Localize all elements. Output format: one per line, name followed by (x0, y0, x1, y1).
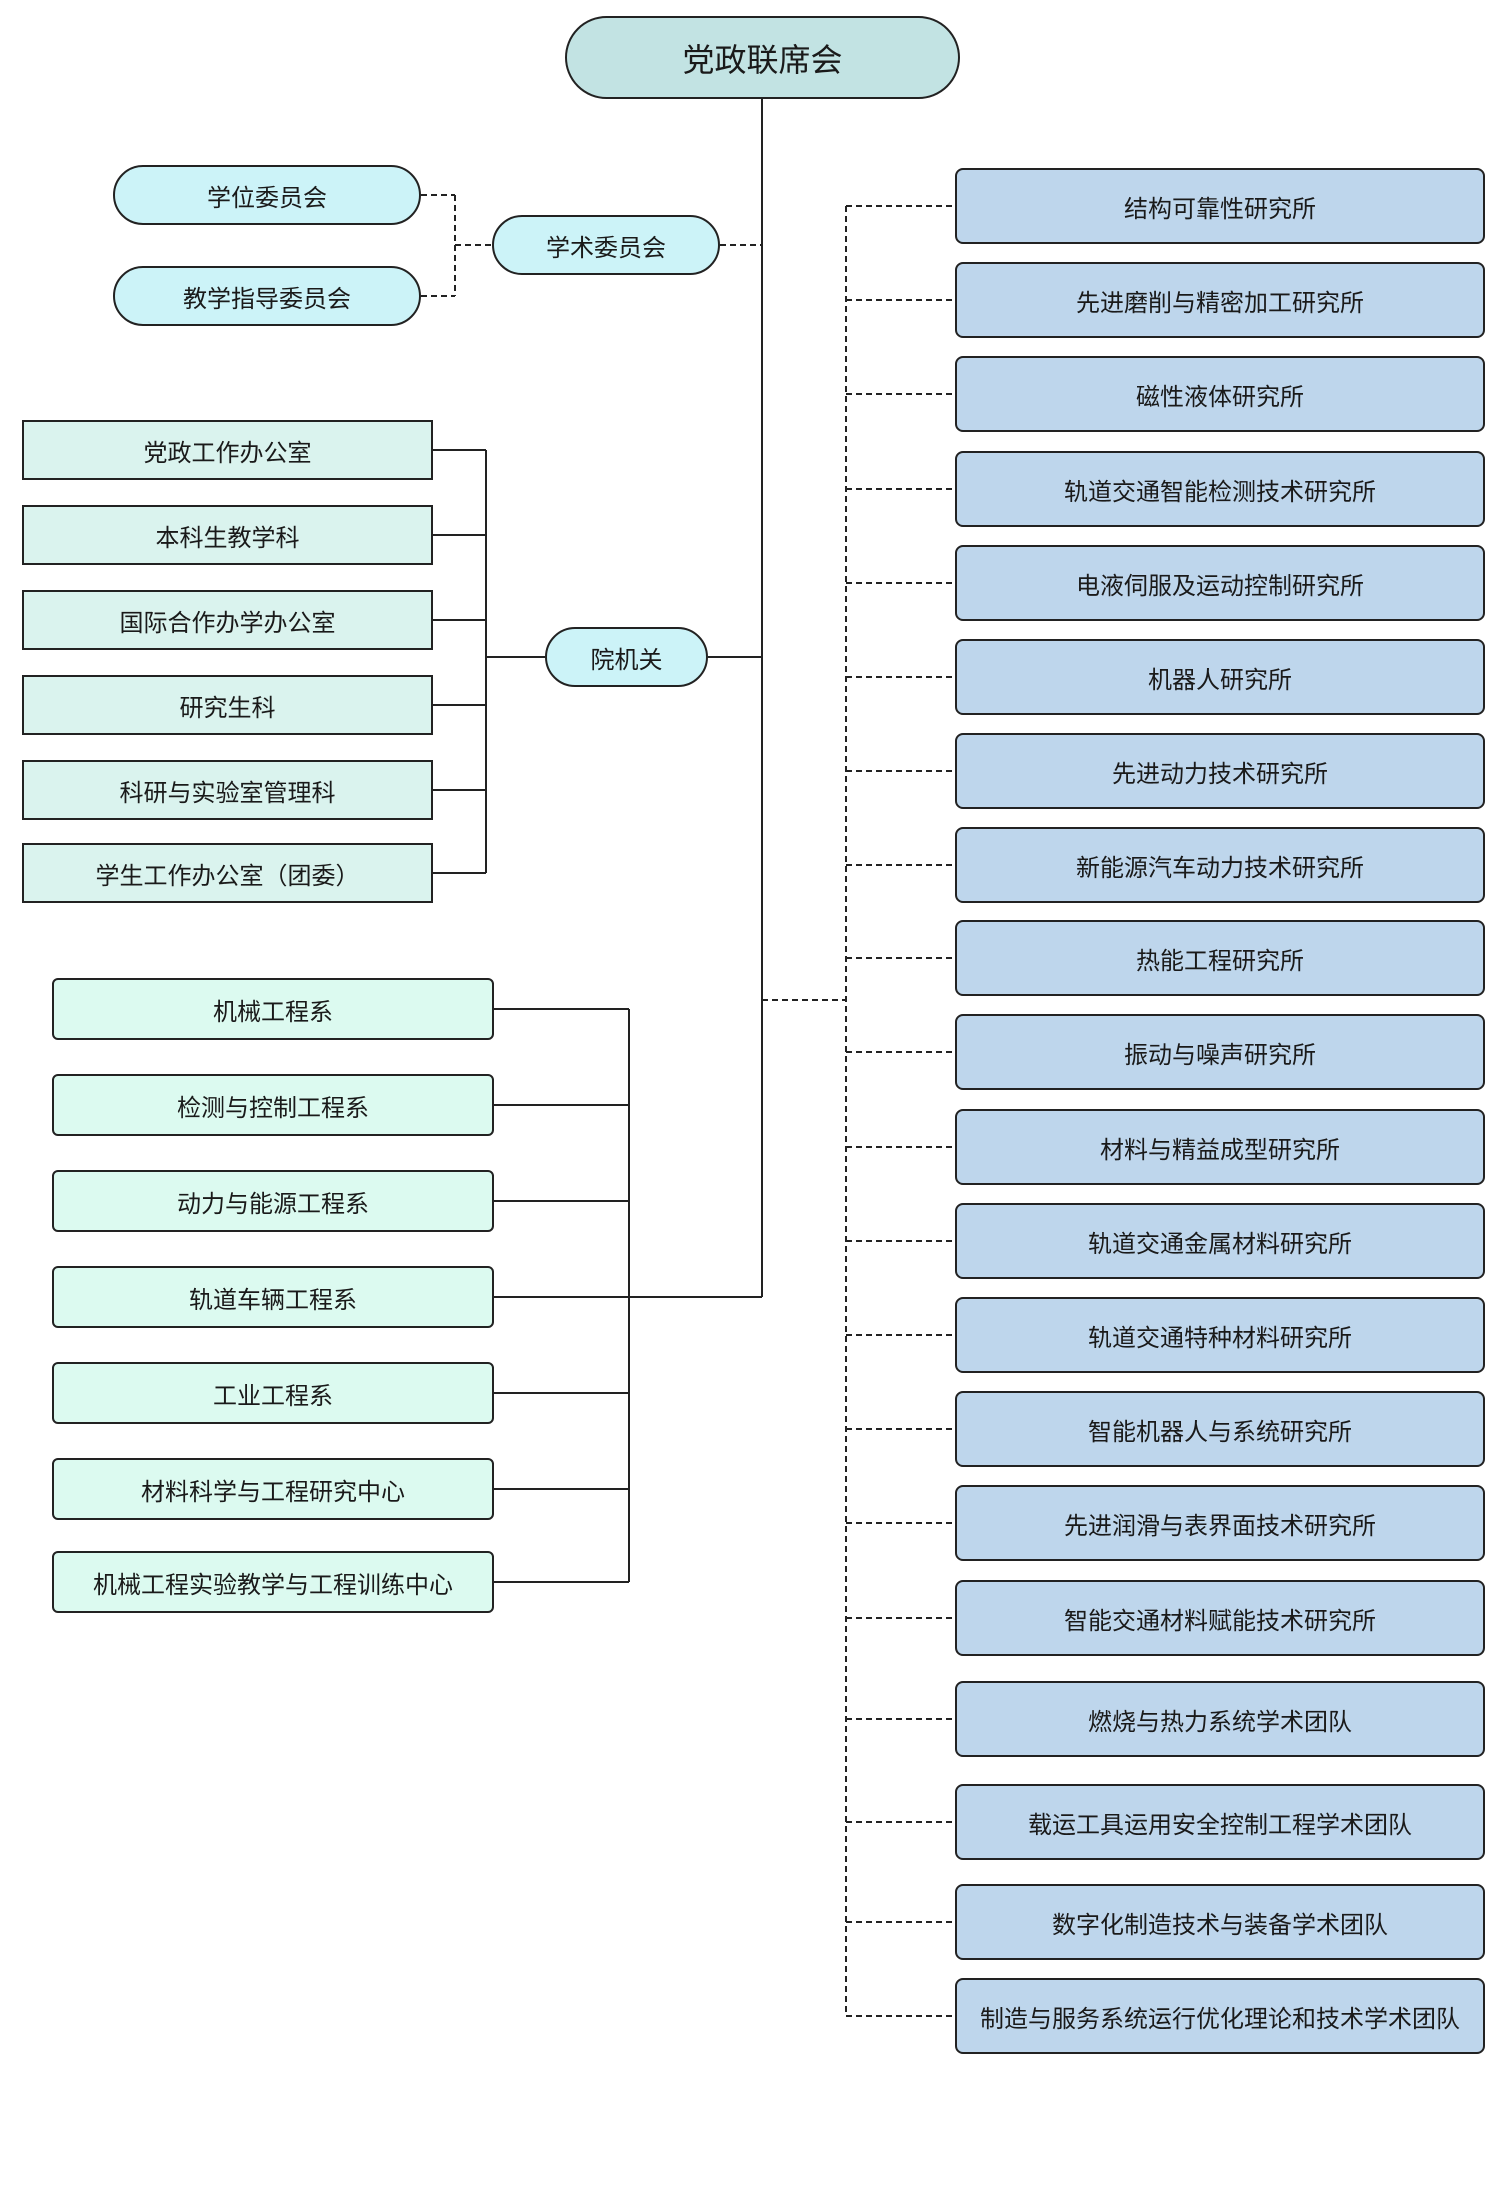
institute-node-label: 智能机器人与系统研究所 (1088, 1417, 1352, 1446)
institute-node: 先进磨削与精密加工研究所 (955, 262, 1485, 338)
institute-node-label: 新能源汽车动力技术研究所 (1076, 853, 1364, 882)
academic-subcommittee-node: 学位委员会 (113, 165, 421, 225)
institute-node: 载运工具运用安全控制工程学术团队 (955, 1784, 1485, 1860)
office-node-label: 国际合作办学办公室 (119, 608, 336, 637)
institute-node-label: 机器人研究所 (1148, 665, 1292, 694)
root-node-label: 党政联席会 (682, 40, 843, 79)
department-node-label: 机械工程系 (213, 997, 333, 1026)
department-node-label: 材料科学与工程研究中心 (141, 1477, 405, 1506)
academic-subcommittee-node: 教学指导委员会 (113, 266, 421, 326)
department-node: 轨道车辆工程系 (52, 1266, 494, 1328)
institute-node: 机器人研究所 (955, 639, 1485, 715)
institute-node: 轨道交通金属材料研究所 (955, 1203, 1485, 1279)
department-node-label: 检测与控制工程系 (177, 1093, 369, 1122)
institute-node-label: 轨道交通智能检测技术研究所 (1064, 477, 1376, 506)
academic-committee-node: 学术委员会 (492, 215, 720, 275)
institute-node-label: 载运工具运用安全控制工程学术团队 (1028, 1810, 1412, 1839)
institute-node-label: 振动与噪声研究所 (1124, 1040, 1316, 1069)
institute-node-label: 智能交通材料赋能技术研究所 (1064, 1606, 1376, 1635)
institute-node-label: 磁性液体研究所 (1136, 382, 1304, 411)
office-node: 研究生科 (22, 675, 433, 735)
institute-node: 先进润滑与表界面技术研究所 (955, 1485, 1485, 1561)
institute-node: 智能交通材料赋能技术研究所 (955, 1580, 1485, 1656)
institute-node: 制造与服务系统运行优化理论和技术学术团队 (955, 1978, 1485, 2054)
institute-node: 磁性液体研究所 (955, 356, 1485, 432)
office-node: 学生工作办公室（团委） (22, 843, 433, 903)
institute-node-label: 电液伺服及运动控制研究所 (1076, 571, 1364, 600)
root-node: 党政联席会 (565, 16, 960, 99)
office-node-label: 科研与实验室管理科 (119, 778, 336, 807)
department-node: 材料科学与工程研究中心 (52, 1458, 494, 1520)
academic-subcommittee-node-label: 教学指导委员会 (183, 284, 351, 313)
institute-node-label: 数字化制造技术与装备学术团队 (1052, 1910, 1388, 1939)
institute-node: 振动与噪声研究所 (955, 1014, 1485, 1090)
institute-node: 结构可靠性研究所 (955, 168, 1485, 244)
department-node: 机械工程系 (52, 978, 494, 1040)
office-node-label: 研究生科 (179, 693, 276, 722)
institute-node: 轨道交通智能检测技术研究所 (955, 451, 1485, 527)
department-node: 动力与能源工程系 (52, 1170, 494, 1232)
office-node: 国际合作办学办公室 (22, 590, 433, 650)
administration-node: 院机关 (545, 627, 708, 687)
academic-subcommittee-node-label: 学位委员会 (207, 183, 327, 212)
institute-node-label: 先进润滑与表界面技术研究所 (1064, 1511, 1376, 1540)
institute-node-label: 先进动力技术研究所 (1112, 759, 1328, 788)
institute-node: 数字化制造技术与装备学术团队 (955, 1884, 1485, 1960)
institute-node: 热能工程研究所 (955, 920, 1485, 996)
institute-node: 新能源汽车动力技术研究所 (955, 827, 1485, 903)
institute-node-label: 轨道交通特种材料研究所 (1088, 1323, 1352, 1352)
institute-node-label: 结构可靠性研究所 (1124, 194, 1316, 223)
institute-node-label: 材料与精益成型研究所 (1100, 1135, 1340, 1164)
department-node-label: 工业工程系 (213, 1381, 333, 1410)
institute-node: 燃烧与热力系统学术团队 (955, 1681, 1485, 1757)
institute-node-label: 热能工程研究所 (1136, 946, 1304, 975)
institute-node: 材料与精益成型研究所 (955, 1109, 1485, 1185)
institute-node: 智能机器人与系统研究所 (955, 1391, 1485, 1467)
department-node-label: 机械工程实验教学与工程训练中心 (93, 1570, 453, 1599)
academic-committee-node-label: 学术委员会 (546, 233, 666, 262)
institute-node-label: 燃烧与热力系统学术团队 (1088, 1707, 1352, 1736)
department-node-label: 轨道车辆工程系 (189, 1285, 357, 1314)
department-node: 机械工程实验教学与工程训练中心 (52, 1551, 494, 1613)
institute-node: 轨道交通特种材料研究所 (955, 1297, 1485, 1373)
institute-node-label: 先进磨削与精密加工研究所 (1076, 288, 1364, 317)
office-node: 本科生教学科 (22, 505, 433, 565)
institute-node: 电液伺服及运动控制研究所 (955, 545, 1485, 621)
department-node: 检测与控制工程系 (52, 1074, 494, 1136)
department-node-label: 动力与能源工程系 (177, 1189, 369, 1218)
department-node: 工业工程系 (52, 1362, 494, 1424)
office-node-label: 党政工作办公室 (143, 438, 312, 467)
office-node-label: 本科生教学科 (155, 523, 300, 552)
office-node: 科研与实验室管理科 (22, 760, 433, 820)
institute-node-label: 制造与服务系统运行优化理论和技术学术团队 (980, 2004, 1460, 2033)
office-node-label: 学生工作办公室（团委） (95, 861, 360, 890)
institute-node: 先进动力技术研究所 (955, 733, 1485, 809)
institute-node-label: 轨道交通金属材料研究所 (1088, 1229, 1352, 1258)
office-node: 党政工作办公室 (22, 420, 433, 480)
administration-node-label: 院机关 (590, 645, 663, 674)
